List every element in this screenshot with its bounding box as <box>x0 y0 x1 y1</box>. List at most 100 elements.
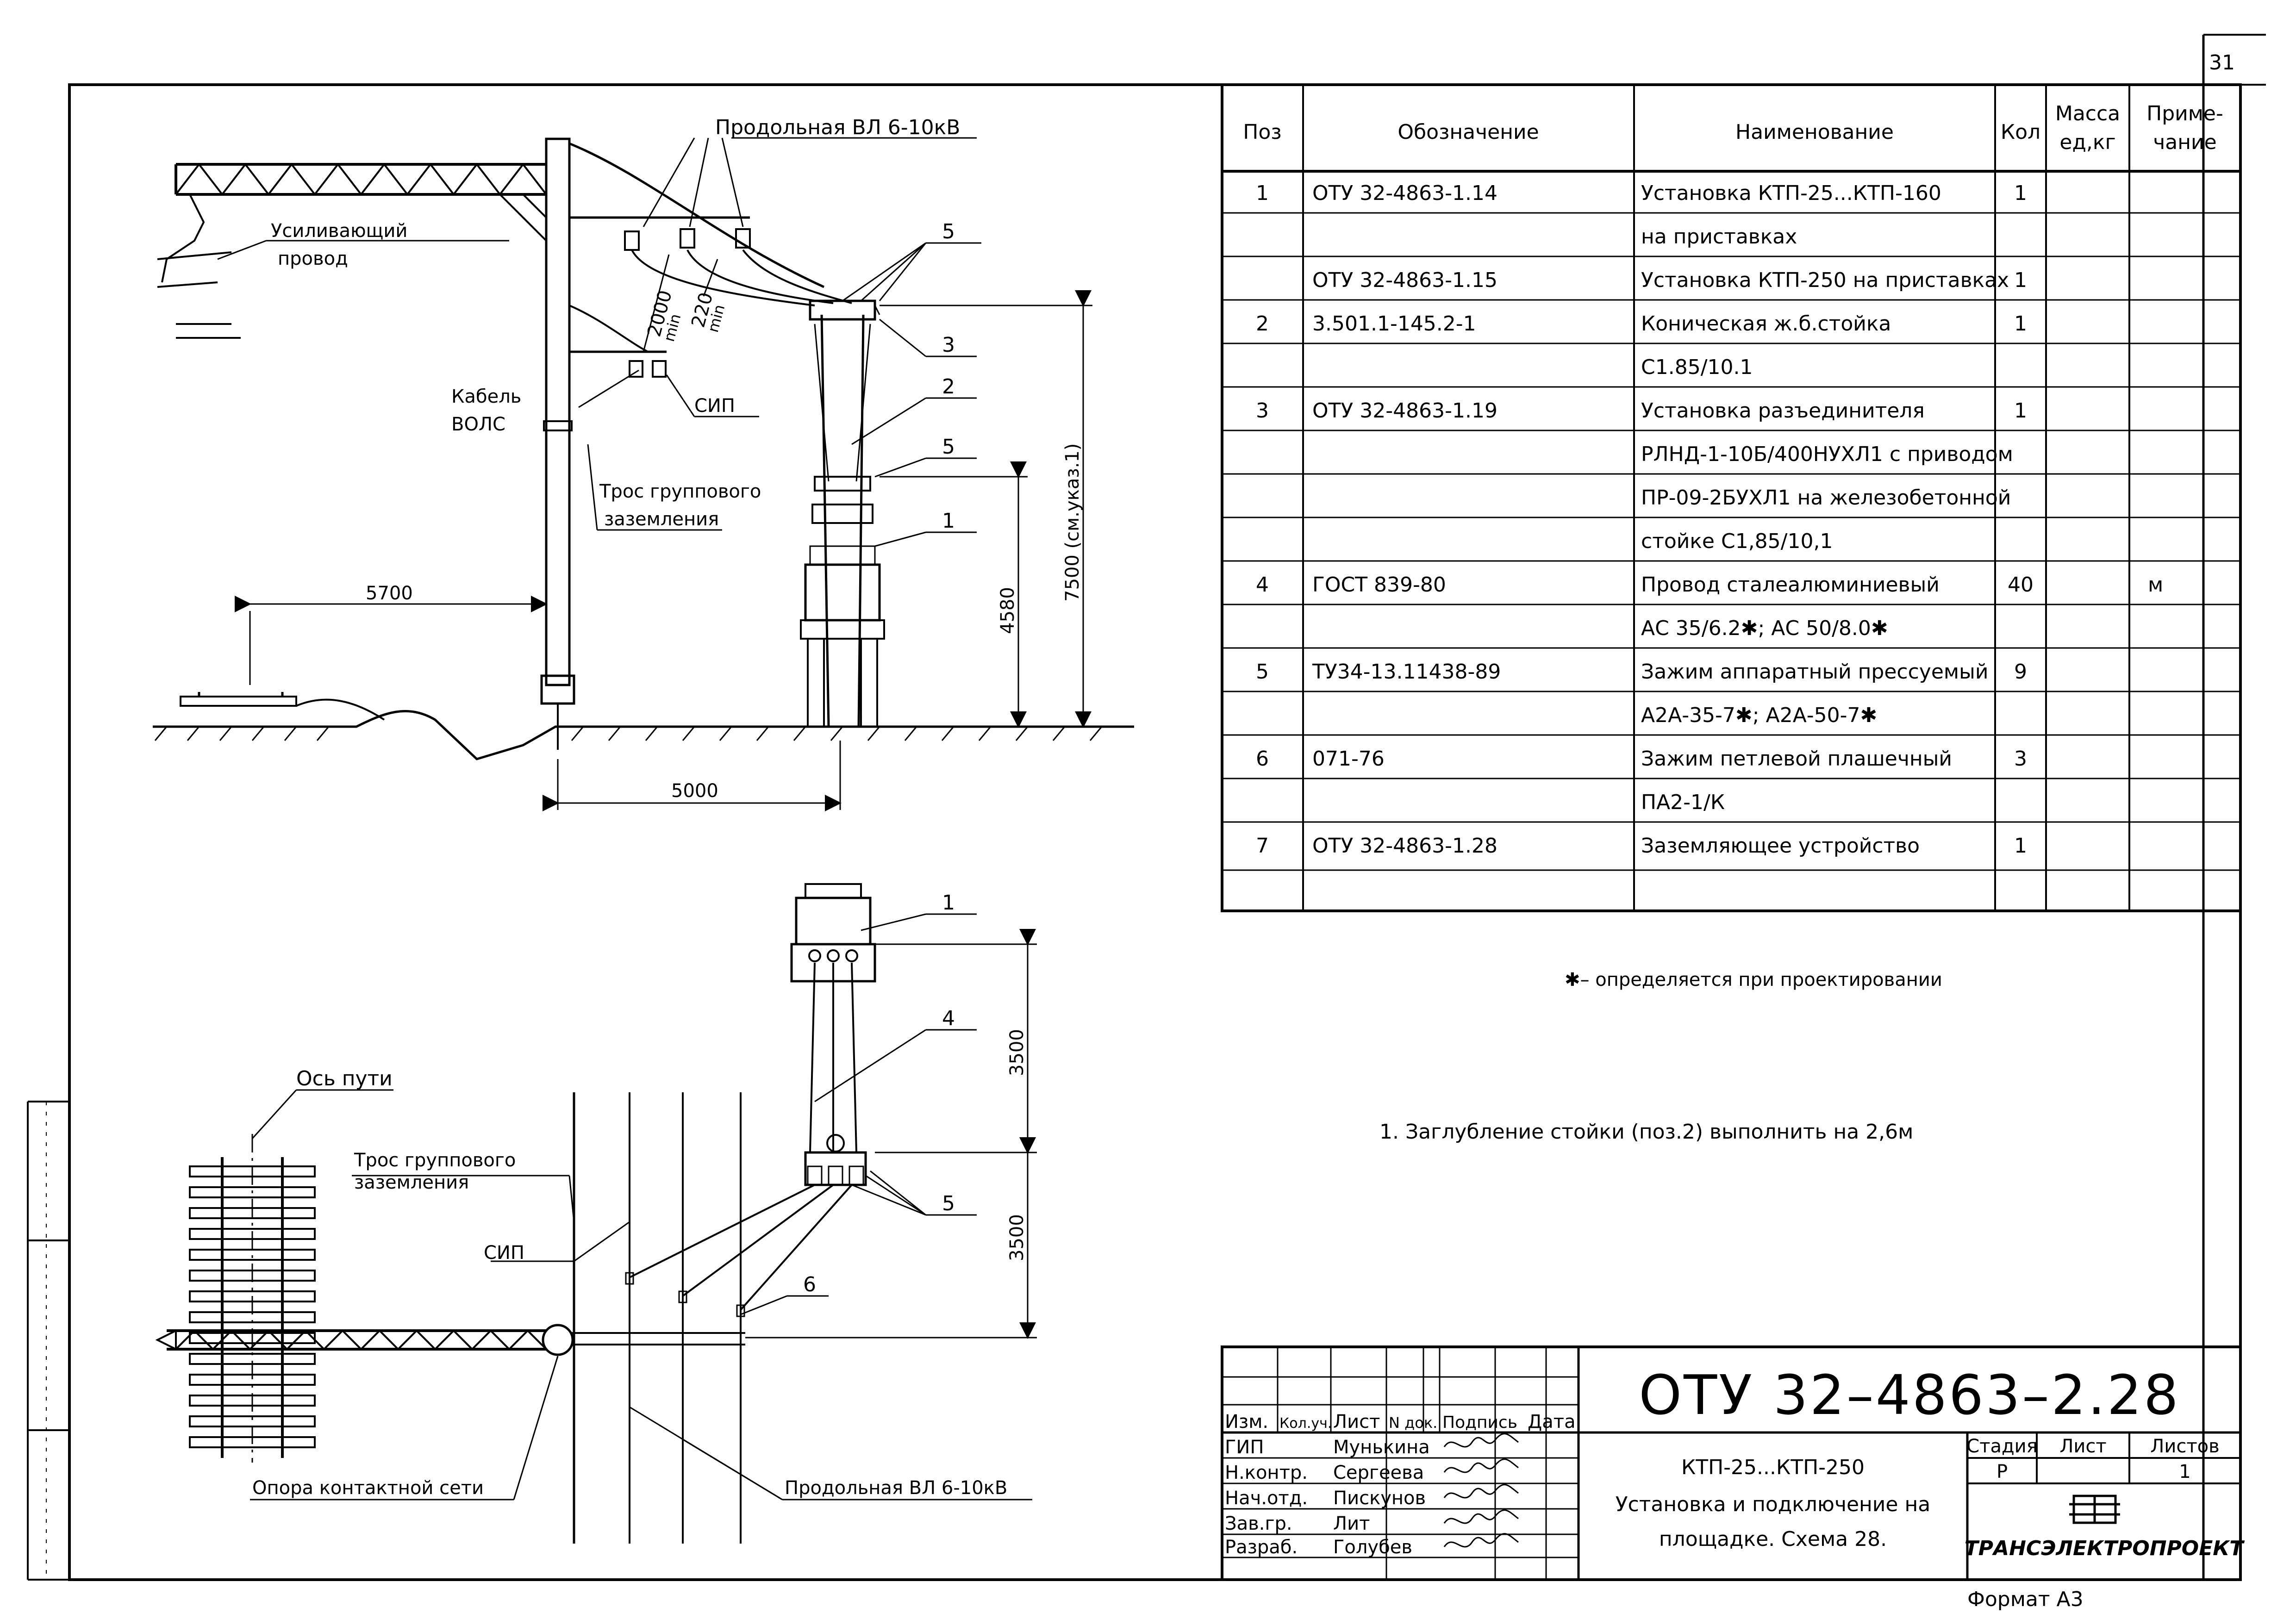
tb-role: ГИП <box>1225 1437 1264 1458</box>
spec-cell-name: Коническая ж.б.стойка <box>1641 312 1891 336</box>
callout-2: 2 <box>942 375 955 399</box>
tb-title-3: площадке. Схема 28. <box>1659 1527 1887 1551</box>
callout-5-mid: 5 <box>942 435 955 459</box>
tb-sheet-header: Лист <box>2059 1436 2106 1457</box>
title-block-text: ОТУ 32–4863–2.28 Изм. Кол.уч. Лист N док… <box>1225 1363 2245 1560</box>
th-pos: Поз <box>1243 120 1281 144</box>
tb-role: Разраб. <box>1225 1537 1298 1558</box>
elevation-view <box>153 137 1134 811</box>
spec-table-rows: 1 ОТУ 32-4863-1.14 Установка КТП-25...КТП-… <box>1256 181 2163 858</box>
spec-cell-name: стойке С1,85/10,1 <box>1641 529 1833 553</box>
tb-col-list: Лист <box>1333 1411 1380 1432</box>
spec-cell-pos: 1 <box>1256 181 1269 205</box>
spec-cell-name: АС 35/6.2✱; АС 50/8.0✱ <box>1641 617 1888 640</box>
label-longitudinal-line-plan: Продольная ВЛ 6-10кВ <box>785 1477 1007 1499</box>
spec-cell-qty: 40 <box>2008 573 2034 597</box>
spec-cell-pos: 6 <box>1256 747 1269 771</box>
dim-3500-bottom: 3500 <box>1006 1214 1028 1261</box>
label-ground-rope-2: заземления <box>604 509 719 530</box>
note-1: 1. Заглубление стойки (поз.2) выполнить … <box>1379 1120 1913 1144</box>
spec-cell-qty: 1 <box>2014 399 2027 423</box>
spec-cell-name: Установка КТП-250 на приставках <box>1641 268 2009 292</box>
spec-cell-qty: 1 <box>2014 181 2027 205</box>
spec-cell-name: Провод сталеалюминиевый <box>1641 573 1940 597</box>
tb-role: Зав.гр. <box>1225 1513 1292 1534</box>
spec-cell-designation: ОТУ 32-4863-1.14 <box>1312 181 1497 205</box>
footnote-star: ✱– определяется при проектировании <box>1565 969 1942 990</box>
th-note-1: Приме- <box>2146 102 2223 125</box>
company-name: ТРАНСЭЛЕКТРОПРОЕКТ <box>1965 1537 2245 1560</box>
signature-mark <box>1443 1509 1519 1524</box>
tb-title-2: Установка и подключение на <box>1616 1493 1930 1516</box>
tb-stage-header: Стадия <box>1966 1436 2037 1457</box>
spec-cell-name: Заземляющее устройство <box>1641 834 1920 858</box>
spec-cell-designation: ГОСТ 839-80 <box>1312 573 1446 597</box>
spec-cell-name: ПР-09-2БУХЛ1 на железобетонной <box>1641 486 2011 510</box>
spec-cell-note: м <box>2148 573 2163 597</box>
label-track-axis: Ось пути <box>296 1067 393 1090</box>
callout-plan-4: 4 <box>942 1007 955 1030</box>
callout-plan-6: 6 <box>803 1273 816 1296</box>
dim-3500-top: 3500 <box>1006 1029 1028 1076</box>
doc-code: ОТУ 32–4863–2.28 <box>1639 1363 2180 1427</box>
th-mass-2: ед,кг <box>2059 131 2115 154</box>
tb-sheets-header: Листов <box>2150 1436 2219 1457</box>
label-ground-rope-1: Трос группового <box>599 481 761 502</box>
tb-col-date: Дата <box>1528 1411 1576 1432</box>
spec-cell-name: С1.85/10.1 <box>1641 355 1753 379</box>
format-note: Формат А3 <box>1967 1588 2084 1611</box>
label-longitudinal-line-top: Продольная ВЛ 6-10кВ <box>715 116 960 139</box>
spec-cell-designation: ОТУ 32-4863-1.15 <box>1312 268 1497 292</box>
tb-role: Н.контр. <box>1225 1462 1308 1483</box>
company-logo-icon <box>2069 1495 2120 1524</box>
spec-cell-name: Установка разъединителя <box>1641 399 1925 423</box>
tb-col-izm: Изм. <box>1225 1411 1268 1432</box>
tb-person-name: Пискунов <box>1333 1488 1426 1509</box>
spec-cell-name: Зажим аппаратный прессуемый <box>1641 660 1988 684</box>
th-qty: Кол <box>2001 120 2040 144</box>
tb-col-koluch: Кол.уч. <box>1279 1415 1332 1432</box>
spec-cell-qty: 1 <box>2014 268 2027 292</box>
spec-cell-pos: 5 <box>1256 660 1269 684</box>
spec-cell-name: РЛНД-1-10Б/400НУХЛ1 с приводом <box>1641 442 2013 466</box>
signature-mark <box>1443 1458 1519 1473</box>
label-ground-rope-plan-1: Трос группового <box>354 1150 516 1171</box>
spec-cell-pos: 3 <box>1256 399 1269 423</box>
tb-person-name: Сергеева <box>1333 1462 1424 1483</box>
signature-mark <box>1443 1433 1519 1448</box>
spec-cell-qty: 9 <box>2014 660 2027 684</box>
callout-3: 3 <box>942 333 955 357</box>
th-designation: Обозначение <box>1398 120 1539 144</box>
tb-person-name: Лит <box>1333 1513 1370 1534</box>
callout-5-top: 5 <box>942 220 955 243</box>
spec-table: Поз Обозначение Наименование Кол Масса е… <box>1221 83 2242 912</box>
callout-plan-1: 1 <box>942 891 955 915</box>
spec-cell-designation: ТУ34-13.11438-89 <box>1312 660 1501 684</box>
th-name: Наименование <box>1735 120 1894 144</box>
label-sip-top: СИП <box>694 395 735 417</box>
spec-cell-qty: 3 <box>2014 747 2027 771</box>
signature-mark <box>1443 1484 1519 1499</box>
spec-cell-name: ПА2-1/К <box>1641 791 1725 814</box>
sheet-number: 31 <box>2209 51 2235 75</box>
label-catenary-support: Опора контактной сети <box>252 1477 484 1499</box>
label-sip-plan: СИП <box>484 1242 524 1264</box>
spec-cell-pos: 4 <box>1256 573 1269 597</box>
elevation-labels: Продольная ВЛ 6-10кВ Усиливающий провод … <box>271 116 1083 802</box>
spec-cell-name: Установка КТП-25...КТП-160 <box>1641 181 1941 205</box>
spec-cell-name: на приставках <box>1641 225 1797 249</box>
tb-stage-value: Р <box>1997 1461 2008 1482</box>
spec-cell-designation: 071-76 <box>1312 747 1385 771</box>
spec-cell-pos: 7 <box>1256 834 1269 858</box>
label-reinforcing-wire-1: Усиливающий <box>271 220 407 242</box>
dim-7500: 7500 (см.указ.1) <box>1062 443 1083 602</box>
callout-plan-5: 5 <box>942 1192 955 1215</box>
callout-1: 1 <box>942 509 955 533</box>
spec-cell-name: А2А-35-7✱; А2А-50-7✱ <box>1641 704 1877 727</box>
tb-col-ndok: N док. <box>1389 1414 1437 1432</box>
dim-5000: 5000 <box>671 780 718 802</box>
th-note-2: чание <box>2153 131 2216 154</box>
tb-sheets-value: 1 <box>2179 1461 2190 1482</box>
